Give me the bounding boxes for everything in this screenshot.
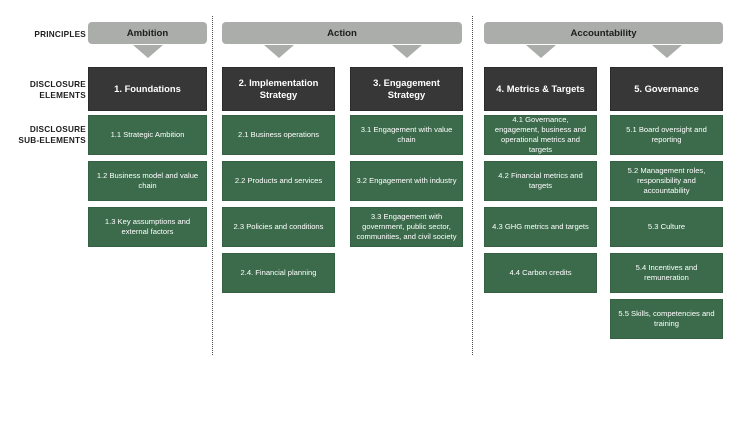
disclosure-sub-element-box[interactable]: 2.2 Products and services: [222, 161, 335, 201]
disclosure-sub-element-box[interactable]: 3.2 Engagement with industry: [350, 161, 463, 201]
disclosure-sub-element-box[interactable]: 2.3 Policies and conditions: [222, 207, 335, 247]
disclosure-sub-element-box[interactable]: 4.3 GHG metrics and targets: [484, 207, 597, 247]
disclosure-sub-element-box[interactable]: 4.1 Governance, engagement, business and…: [484, 115, 597, 155]
disclosure-sub-element-box[interactable]: 5.4 Incentives and remuneration: [610, 253, 723, 293]
column-divider-1: [212, 16, 213, 355]
principle-header-accountability: Accountability: [484, 22, 723, 44]
principle-header-action: Action: [222, 22, 462, 44]
principle-header-ambition: Ambition: [88, 22, 207, 44]
disclosure-sub-element-box[interactable]: 4.4 Carbon credits: [484, 253, 597, 293]
arrow-down-icon: [651, 45, 682, 58]
disclosure-element-box[interactable]: 3. Engagement Strategy: [350, 67, 463, 111]
arrow-down-icon: [263, 45, 294, 58]
disclosure-sub-element-box[interactable]: 3.3 Engagement with government, public s…: [350, 207, 463, 247]
row-label-principles: PRINCIPLES: [34, 30, 86, 39]
disclosure-sub-element-box[interactable]: 4.2 Financial metrics and targets: [484, 161, 597, 201]
disclosure-sub-element-box[interactable]: 5.5 Skills, competencies and training: [610, 299, 723, 339]
disclosure-sub-element-box[interactable]: 2.4. Financial planning: [222, 253, 335, 293]
disclosure-sub-element-box[interactable]: 5.3 Culture: [610, 207, 723, 247]
disclosure-sub-element-box[interactable]: 1.2 Business model and value chain: [88, 161, 207, 201]
disclosure-element-box[interactable]: 4. Metrics & Targets: [484, 67, 597, 111]
disclosure-element-box[interactable]: 5. Governance: [610, 67, 723, 111]
disclosure-sub-element-box[interactable]: 5.2 Management roles, responsibility and…: [610, 161, 723, 201]
disclosure-sub-element-box[interactable]: 5.1 Board oversight and reporting: [610, 115, 723, 155]
column-divider-2: [472, 16, 473, 355]
arrow-down-icon: [525, 45, 556, 58]
arrow-down-icon: [132, 45, 163, 58]
disclosure-sub-element-box[interactable]: 1.3 Key assumptions and external factors: [88, 207, 207, 247]
disclosure-sub-element-box[interactable]: 3.1 Engagement with value chain: [350, 115, 463, 155]
disclosure-sub-element-box[interactable]: 2.1 Business operations: [222, 115, 335, 155]
disclosure-element-box[interactable]: 1. Foundations: [88, 67, 207, 111]
arrow-down-icon: [391, 45, 422, 58]
disclosure-element-box[interactable]: 2. Implementation Strategy: [222, 67, 335, 111]
disclosure-sub-element-box[interactable]: 1.1 Strategic Ambition: [88, 115, 207, 155]
